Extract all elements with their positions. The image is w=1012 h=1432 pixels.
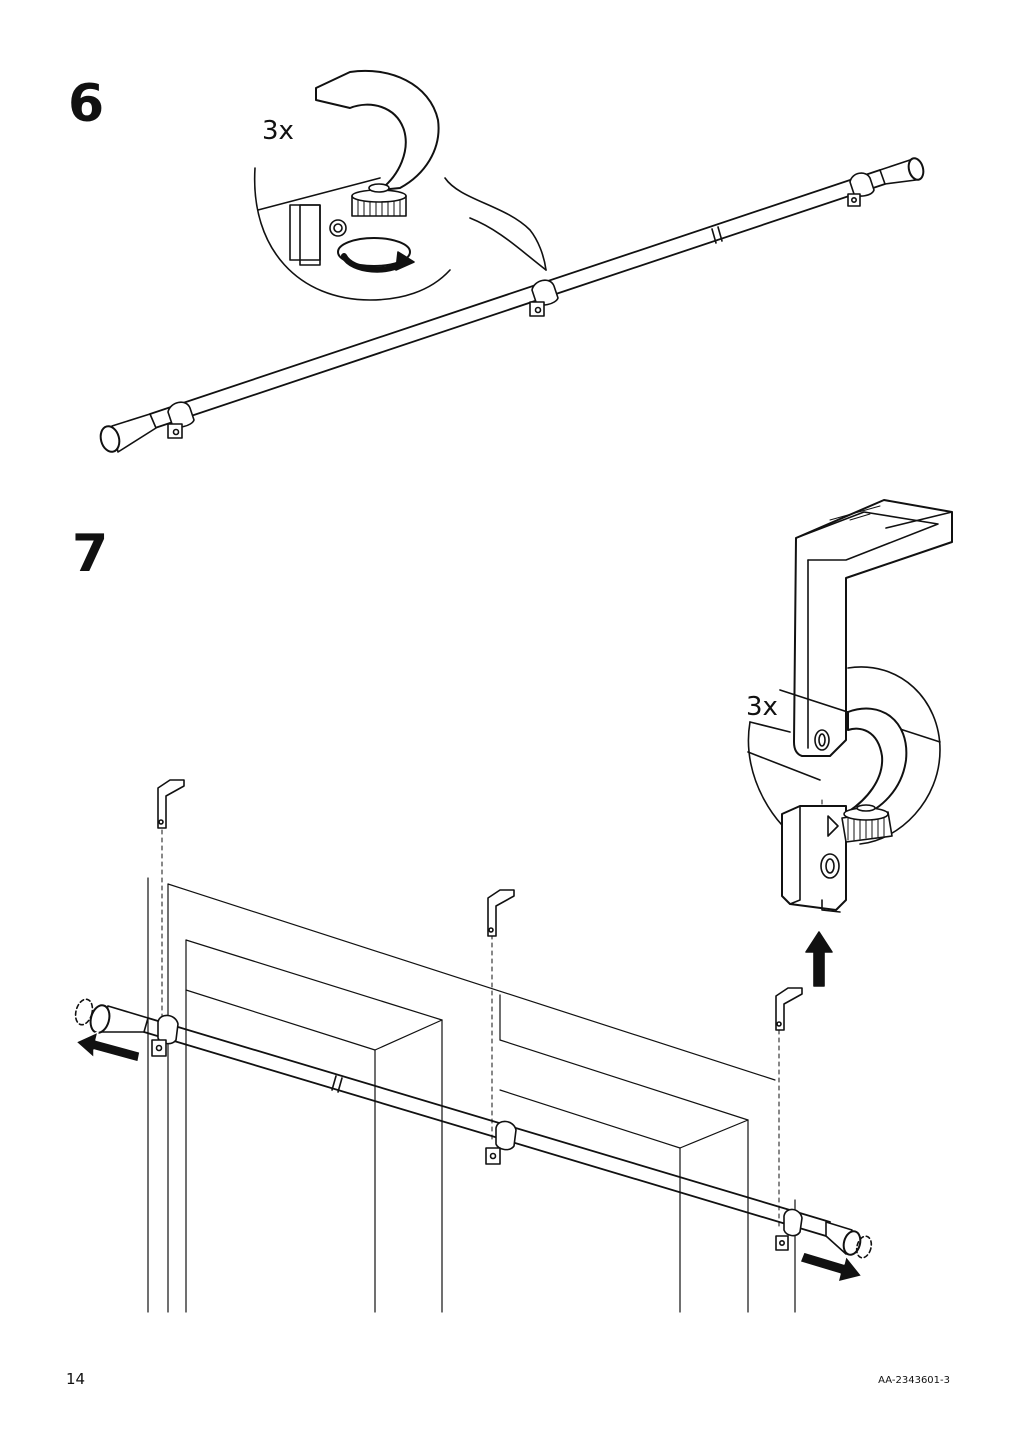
detail-callout-6	[255, 71, 546, 300]
rod-holder-left	[168, 402, 194, 438]
rotate-arrow-icon	[338, 238, 414, 270]
arrow-left-icon	[76, 1032, 140, 1062]
step-7-number: 7	[72, 524, 109, 584]
page-number: 14	[66, 1370, 86, 1388]
wall-bracket-left	[158, 780, 184, 828]
rod-finial-right	[880, 157, 926, 184]
step-6-illustration	[98, 71, 926, 454]
rod-holder-right	[848, 173, 874, 206]
arrow-right-icon	[800, 1252, 862, 1282]
window-frame	[148, 878, 795, 1312]
rod-holder-middle	[530, 280, 558, 316]
bracket-detail	[748, 500, 952, 912]
rod-holder-7-middle	[486, 1121, 516, 1164]
rod-finial-left	[98, 414, 156, 454]
extending-rod	[73, 997, 874, 1259]
step-6-quantity: 3x	[262, 116, 294, 146]
wall-bracket-right	[776, 988, 802, 1030]
wall-bracket-middle	[488, 890, 514, 936]
rod-holder-7-left	[152, 1015, 178, 1056]
step-6-number: 6	[68, 74, 105, 134]
arrow-up-icon	[806, 932, 832, 986]
step-7-illustration	[73, 500, 952, 1312]
curtain-rod	[98, 157, 926, 454]
document-code: AA-2343601-3	[878, 1375, 950, 1386]
rod-holder-7-right	[776, 1209, 802, 1250]
step-7-quantity: 3x	[746, 692, 778, 722]
